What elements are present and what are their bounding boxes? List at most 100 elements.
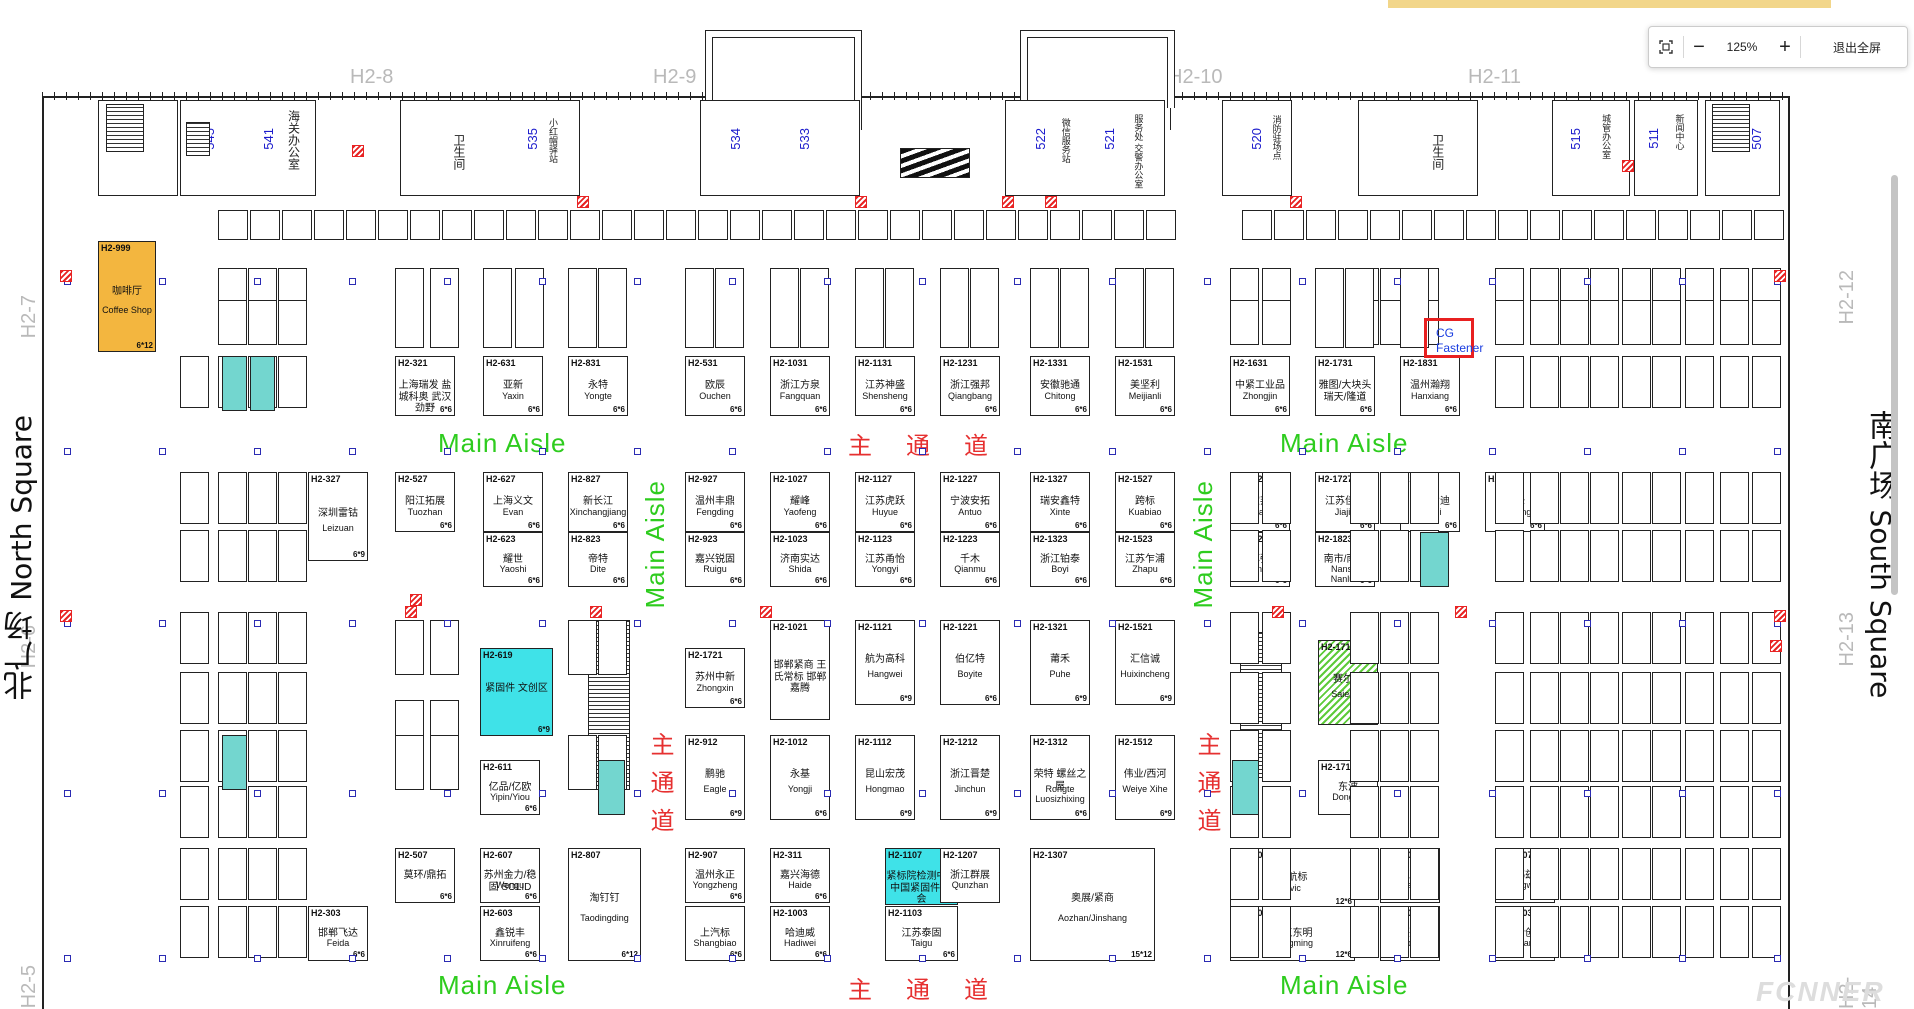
small-booth[interactable] (1410, 612, 1439, 664)
small-booth[interactable] (248, 730, 277, 782)
small-booth[interactable] (940, 268, 969, 348)
room-534-533[interactable]: 534 533 (700, 100, 860, 196)
small-booth[interactable] (1752, 300, 1781, 345)
small-booth[interactable] (1622, 906, 1651, 958)
small-booth[interactable] (1685, 530, 1714, 582)
small-booth[interactable] (1230, 472, 1259, 524)
small-booth[interactable] (395, 735, 424, 790)
small-booth[interactable] (248, 848, 277, 900)
small-booth[interactable] (1306, 210, 1336, 240)
small-booth[interactable] (1560, 300, 1589, 345)
small-booth[interactable] (1350, 730, 1379, 782)
small-booth[interactable] (1590, 356, 1619, 408)
small-booth[interactable] (1262, 848, 1291, 900)
small-booth[interactable] (180, 730, 209, 782)
small-booth[interactable] (1146, 210, 1176, 240)
small-booth[interactable] (1530, 356, 1559, 408)
small-booth[interactable] (180, 356, 209, 408)
small-booth[interactable] (1720, 472, 1749, 524)
small-booth[interactable] (794, 210, 824, 240)
small-booth[interactable] (1622, 730, 1651, 782)
small-booth[interactable] (570, 210, 600, 240)
small-booth[interactable] (180, 672, 209, 724)
fit-screen-button[interactable] (1649, 33, 1683, 61)
small-booth[interactable] (890, 210, 920, 240)
small-booth[interactable] (1230, 530, 1259, 582)
small-booth[interactable] (1622, 612, 1651, 664)
small-booth[interactable] (1685, 672, 1714, 724)
small-booth[interactable] (1274, 210, 1304, 240)
small-booth[interactable] (1652, 612, 1681, 664)
small-booth[interactable] (954, 210, 984, 240)
small-booth[interactable] (1622, 786, 1651, 838)
small-booth[interactable] (1402, 210, 1432, 240)
small-booth[interactable] (1752, 672, 1781, 724)
small-booth[interactable] (1752, 848, 1781, 900)
small-booth[interactable] (250, 210, 280, 240)
small-booth[interactable] (1345, 268, 1374, 348)
small-booth[interactable] (1380, 906, 1409, 958)
small-booth[interactable] (1060, 268, 1089, 348)
small-booth[interactable] (1685, 356, 1714, 408)
small-booth[interactable] (855, 268, 884, 348)
small-booth[interactable] (1685, 906, 1714, 958)
small-booth[interactable] (218, 786, 247, 838)
small-booth[interactable] (1145, 268, 1174, 348)
small-booth[interactable] (278, 786, 307, 838)
small-booth[interactable] (1530, 530, 1559, 582)
small-booth[interactable] (1495, 356, 1524, 408)
small-booth[interactable] (1380, 472, 1409, 524)
small-booth[interactable] (1410, 906, 1439, 958)
small-booth[interactable] (506, 210, 536, 240)
small-booth[interactable] (730, 210, 760, 240)
small-booth[interactable] (180, 472, 209, 524)
small-booth[interactable] (1658, 210, 1688, 240)
small-booth[interactable] (1530, 612, 1559, 664)
small-booth[interactable] (1560, 848, 1589, 900)
small-booth[interactable] (1530, 210, 1560, 240)
small-booth[interactable] (278, 612, 307, 664)
small-booth[interactable] (248, 612, 277, 664)
small-booth[interactable] (278, 300, 307, 345)
small-booth[interactable] (826, 210, 856, 240)
small-booth[interactable] (1242, 210, 1272, 240)
small-booth[interactable] (218, 472, 247, 524)
small-booth[interactable] (1350, 530, 1379, 582)
small-booth[interactable] (1495, 530, 1524, 582)
small-booth[interactable] (1495, 300, 1524, 345)
small-booth[interactable] (1262, 906, 1291, 958)
small-booth[interactable] (1562, 210, 1592, 240)
small-booth[interactable] (538, 210, 568, 240)
small-booth[interactable] (598, 268, 627, 348)
small-booth[interactable] (1560, 530, 1589, 582)
zoom-in-button[interactable]: + (1779, 35, 1791, 58)
small-booth[interactable] (442, 210, 472, 240)
small-booth[interactable] (1030, 268, 1059, 348)
small-booth[interactable] (218, 906, 247, 958)
small-booth[interactable] (1685, 612, 1714, 664)
small-booth[interactable] (1262, 472, 1291, 524)
small-booth[interactable] (970, 268, 999, 348)
small-booth[interactable] (1262, 672, 1291, 724)
small-booth[interactable] (1410, 730, 1439, 782)
